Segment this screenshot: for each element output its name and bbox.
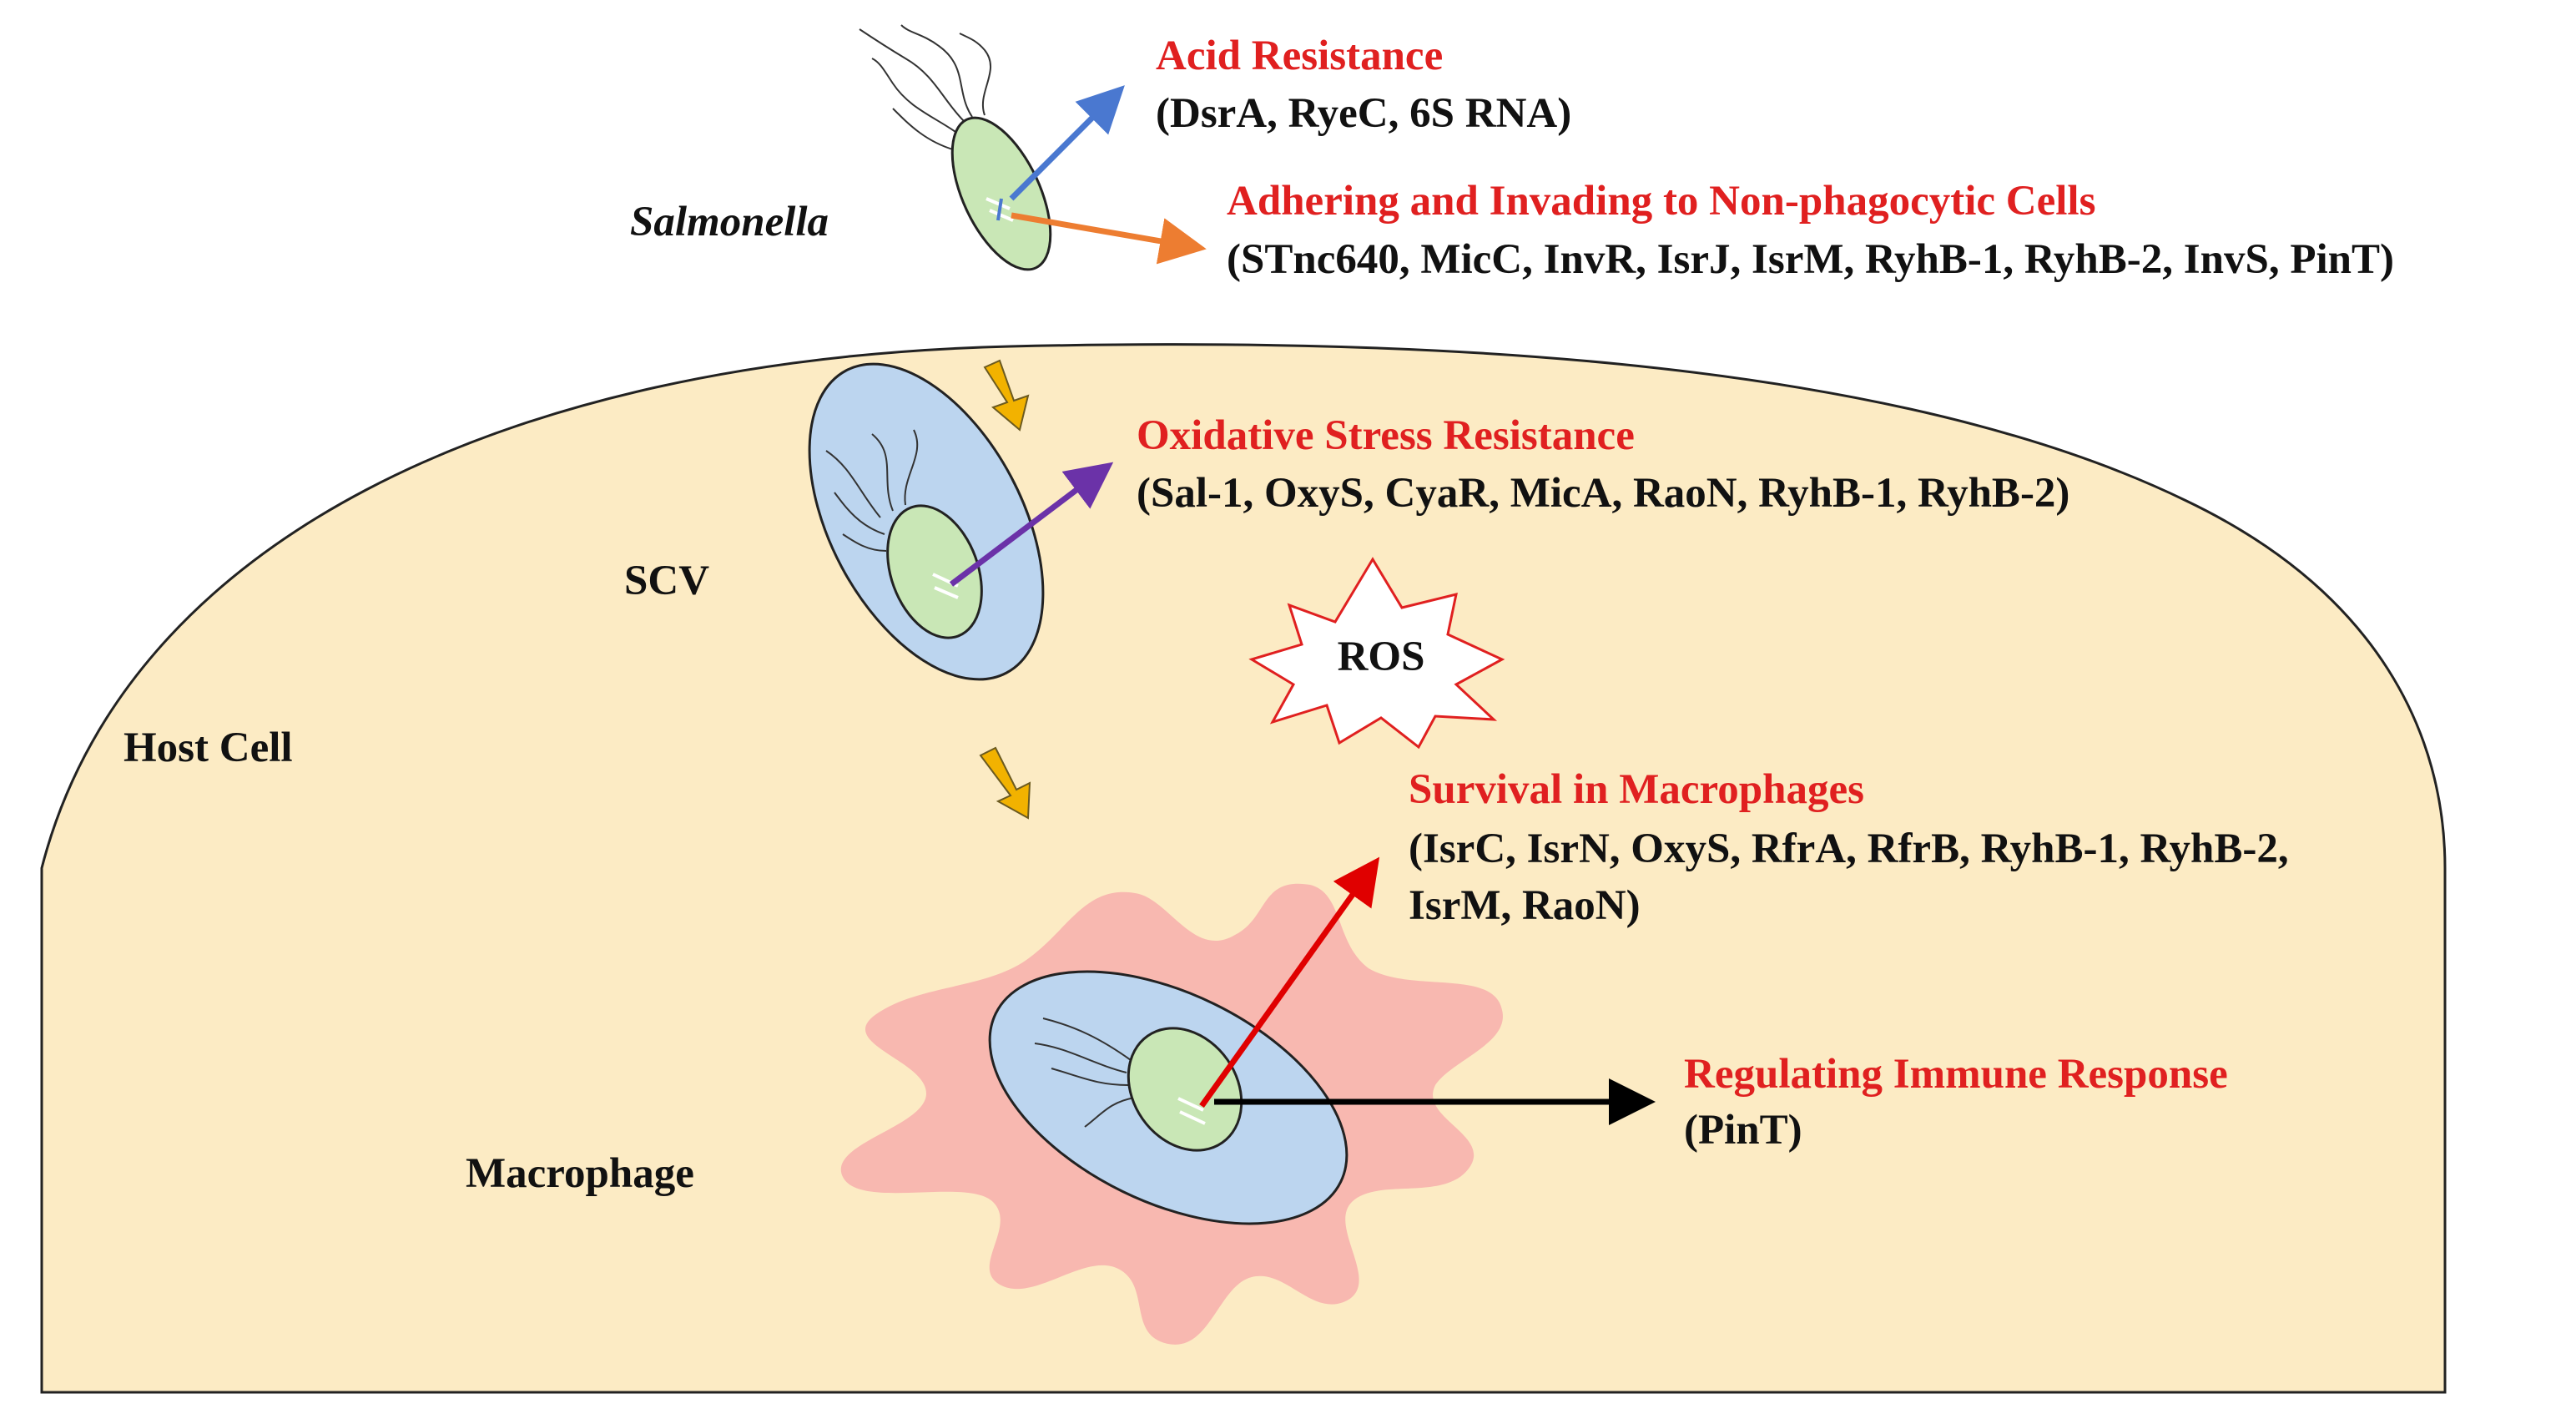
host-cell <box>40 343 2447 1394</box>
oxidative-srnas: (Sal-1, OxyS, CyaR, MicA, RaoN, RyhB-1, … <box>1137 470 2069 517</box>
oxidative-arrow <box>949 462 1114 587</box>
transition-arrow-1 <box>983 359 1030 432</box>
host-cell-label: Host Cell <box>124 725 293 771</box>
adhering-title: Adhering and Invading to Non-phagocytic … <box>1227 178 2095 225</box>
macrophage-label: Macrophage <box>466 1150 694 1197</box>
scv-label: SCV <box>624 558 709 604</box>
ros-starburst <box>1248 557 1505 750</box>
immune-srnas: (PinT) <box>1684 1107 1802 1154</box>
ros-label: ROS <box>1338 634 1425 680</box>
oxidative-title: Oxidative Stress Resistance <box>1137 412 1635 459</box>
survival-srnas-line1: (IsrC, IsrN, OxyS, RfrA, RfrB, RyhB-1, R… <box>1409 826 2289 872</box>
acid-title: Acid Resistance <box>1156 33 1443 79</box>
salmonella-label: Salmonella <box>630 199 829 245</box>
transition-arrow-2 <box>979 746 1031 820</box>
immune-title: Regulating Immune Response <box>1684 1051 2228 1098</box>
survival-title: Survival in Macrophages <box>1409 766 1864 813</box>
survival-arrow <box>1199 856 1380 1108</box>
flagella <box>859 24 992 151</box>
salmonella-bacterium <box>859 24 1052 271</box>
adhering-arrow <box>1011 212 1207 265</box>
macrophage-vacuole <box>988 970 1348 1225</box>
acid-arrow <box>1009 85 1125 201</box>
scv-vacuole <box>808 362 1045 681</box>
acid-srnas: (DsrA, RyeC, 6S RNA) <box>1156 90 1571 137</box>
adhering-srnas: (STnc640, MicC, InvR, IsrJ, IsrM, RyhB-1… <box>1227 236 2394 283</box>
survival-srnas-line2: IsrM, RaoN) <box>1409 882 1641 929</box>
